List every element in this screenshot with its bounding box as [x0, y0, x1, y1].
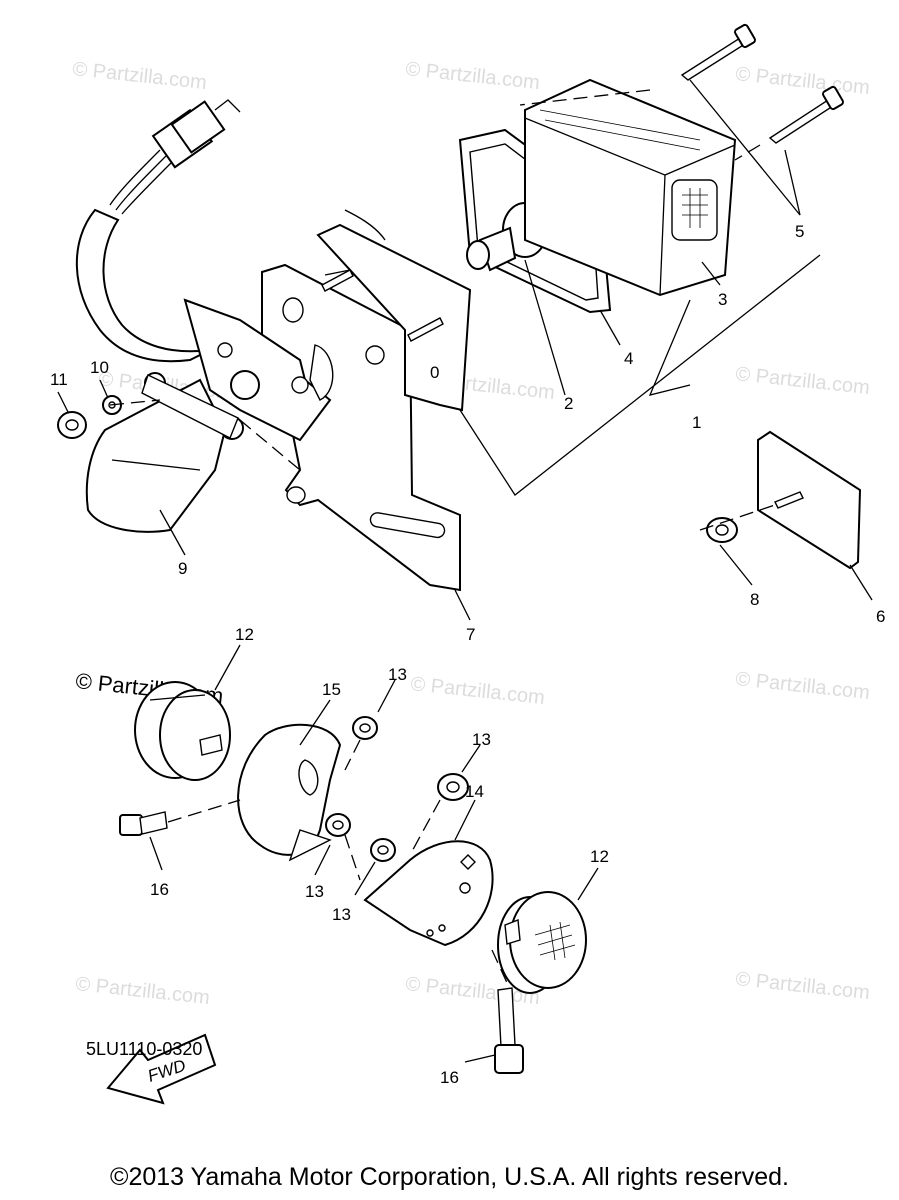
watermark: © Partzilla.com [734, 63, 870, 99]
bracket-9 [85, 372, 244, 533]
watermark: © Partzilla.com [404, 58, 540, 94]
stud [321, 269, 354, 292]
lamp-12-left [134, 681, 231, 781]
callout-3: 3 [718, 290, 727, 309]
callout-labels: 5 3 4 2 1 11 10 9 7 8 6 12 15 13 13 14 1… [50, 222, 885, 1087]
watermark: © Partzilla.com [71, 58, 207, 94]
reflector-6 [757, 430, 862, 570]
plate-bracket-7 [183, 263, 461, 592]
callout-16: 16 [150, 880, 169, 899]
nut-8 [706, 517, 738, 543]
svg-text:0: 0 [430, 363, 439, 382]
callout-16: 16 [440, 1068, 459, 1087]
screws-5 [680, 23, 844, 144]
callout-8: 8 [750, 590, 759, 609]
nut-13-c [325, 813, 351, 837]
bolt-16-right [494, 987, 524, 1074]
lamp-12-right [497, 891, 587, 994]
bracket-15 [237, 723, 342, 862]
callout-7: 7 [466, 625, 475, 644]
lens-frame: 0 [316, 209, 472, 412]
callout-15: 15 [322, 680, 341, 699]
nut-11 [57, 411, 87, 439]
nut-13-a [352, 716, 378, 740]
nut-13-d [370, 838, 396, 862]
diagram-code: 5LU1110-0320 [86, 1039, 203, 1059]
callout-10: 10 [90, 358, 109, 377]
callout-13: 13 [305, 882, 324, 901]
fwd-arrow: FWD [106, 1033, 217, 1105]
callout-1: 1 [692, 413, 701, 432]
tail-light-assembly: 0 [57, 23, 873, 621]
callout-2: 2 [564, 394, 573, 413]
leader-lines [57, 79, 873, 621]
callout-12: 12 [235, 625, 254, 644]
callout-12: 12 [590, 847, 609, 866]
callout-6: 6 [876, 607, 885, 626]
housing-3 [524, 78, 737, 297]
callout-9: 9 [178, 559, 187, 578]
nut-13-b [437, 773, 469, 801]
callout-14: 14 [465, 782, 484, 801]
callout-13: 13 [332, 905, 351, 924]
bolt-16-left [119, 811, 168, 836]
turn-signal-section: FWD [106, 644, 599, 1105]
callout-13: 13 [472, 730, 491, 749]
watermark: © Partzilla.com [74, 973, 210, 1009]
copyright-notice: ©2013 Yamaha Motor Corporation, U.S.A. A… [110, 1163, 789, 1191]
watermark: © Partzilla.com [734, 668, 870, 704]
watermark: © Partzilla.com [409, 673, 545, 709]
callout-13: 13 [388, 665, 407, 684]
callout-4: 4 [624, 349, 633, 368]
callout-11: 11 [50, 370, 68, 389]
watermark: © Partzilla.com [734, 363, 870, 399]
leader-lines-lower [149, 644, 599, 1063]
stud [407, 317, 444, 342]
callout-5: 5 [795, 222, 804, 241]
bracket-14 [363, 840, 494, 947]
wire-harness [75, 99, 241, 363]
watermark: © Partzilla.com [734, 968, 870, 1004]
